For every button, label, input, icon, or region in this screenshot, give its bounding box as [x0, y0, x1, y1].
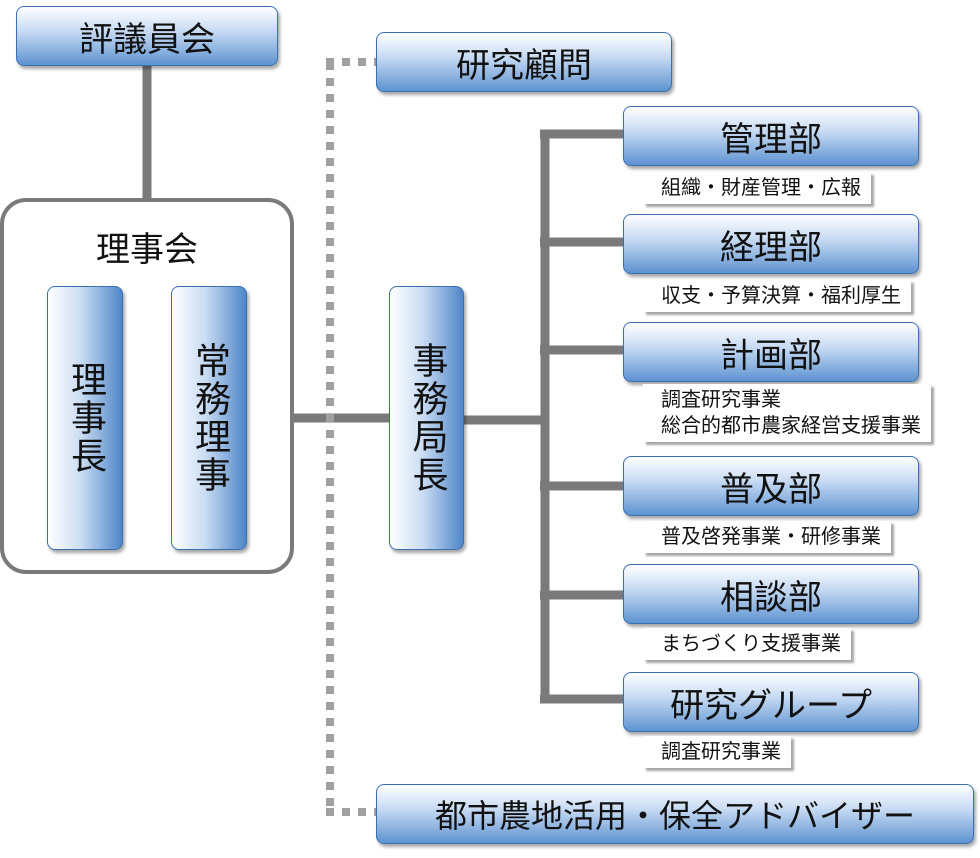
dept-kanri-desc: 組織・財産管理・広報	[643, 172, 871, 204]
secretary-general-label: 事務局長	[406, 342, 448, 494]
secretary-general-box: 事務局長	[389, 286, 464, 550]
dept-kanri-label: 管理部	[720, 119, 822, 160]
dept-sodan-box: 相談部	[623, 564, 919, 624]
dept-kenkyu-box: 研究グループ	[623, 672, 919, 732]
dept-keikaku-desc: 調査研究事業 総合的都市農家経営支援事業	[643, 384, 931, 442]
dept-keikaku-box: 計画部	[623, 322, 919, 382]
advisor-box: 研究顧問	[376, 32, 672, 92]
managing-director-label: 常務理事	[189, 342, 230, 494]
dept-fukyu-desc-line: 普及啓発事業・研修事業	[661, 524, 881, 548]
council-label: 評議員会	[79, 19, 215, 60]
advisor-label: 研究顧問	[456, 45, 592, 86]
managing-director-box: 常務理事	[171, 286, 247, 550]
chairman-box: 理事長	[47, 286, 123, 550]
dept-kenkyu-desc-line: 調査研究事業	[661, 739, 781, 763]
dept-fukyu-label: 普及部	[720, 469, 822, 510]
dept-keiri-desc-line: 収支・予算決算・福利厚生	[661, 283, 901, 307]
dept-kanri-desc-line: 組織・財産管理・広報	[661, 175, 861, 199]
dept-keiri-box: 経理部	[623, 214, 919, 274]
dept-kenkyu-desc: 調査研究事業	[643, 736, 791, 768]
council-box: 評議員会	[16, 6, 278, 66]
farmland-advisor-label: 都市農地活用・保全アドバイザー	[434, 797, 915, 835]
dept-keiri-label: 経理部	[720, 227, 822, 268]
farmland-advisor-box: 都市農地活用・保全アドバイザー	[376, 784, 974, 844]
dept-sodan-label: 相談部	[720, 577, 822, 618]
dept-keikaku-label: 計画部	[720, 335, 822, 376]
dept-keikaku-desc-line-2: 総合的都市農家経営支援事業	[661, 413, 921, 437]
dept-kenkyu-label: 研究グループ	[670, 685, 872, 726]
dept-fukyu-box: 普及部	[623, 456, 919, 516]
dept-sodan-desc-line: まちづくり支援事業	[661, 631, 841, 655]
dept-keiri-desc: 収支・予算決算・福利厚生	[643, 280, 911, 312]
dept-keikaku-desc-line-1: 調査研究事業	[661, 387, 781, 411]
board-title: 理事会	[96, 230, 198, 270]
dept-fukyu-desc: 普及啓発事業・研修事業	[643, 521, 891, 553]
chairman-label: 理事長	[65, 361, 106, 475]
dept-sodan-desc: まちづくり支援事業	[643, 628, 851, 660]
dept-kanri-box: 管理部	[623, 106, 919, 166]
